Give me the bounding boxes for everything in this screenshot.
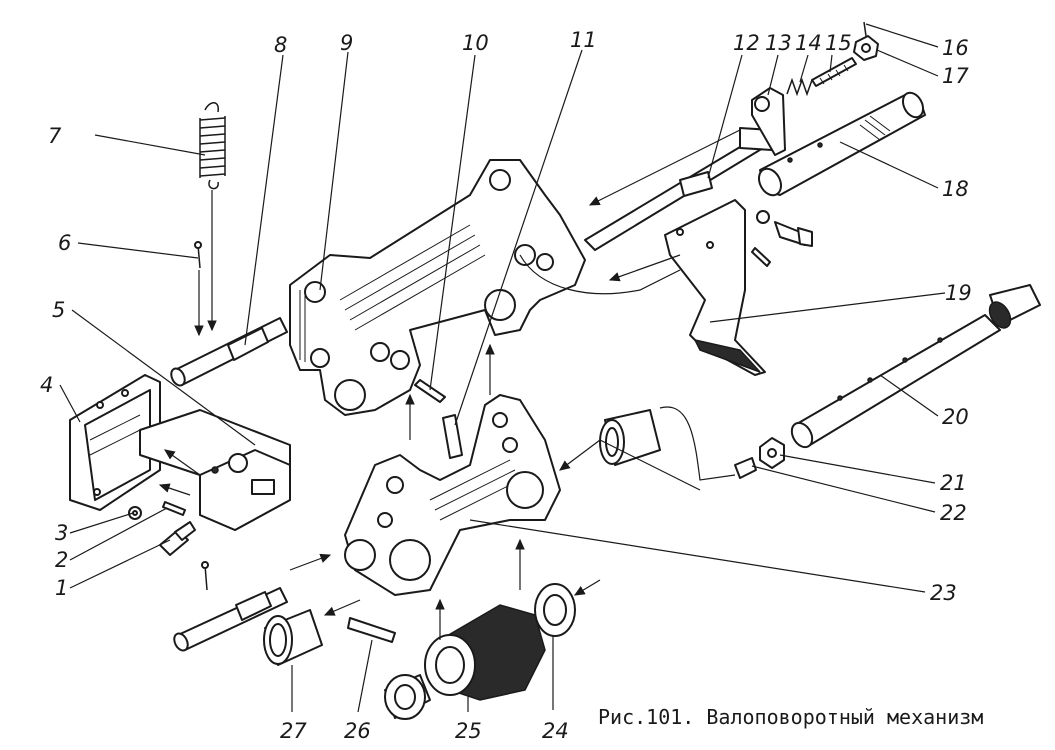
label-24: 24 (542, 719, 569, 743)
label-20: 20 (942, 405, 969, 429)
label-26: 26 (344, 719, 371, 743)
worm-gear-part-25 (384, 604, 546, 720)
label-19: 19 (945, 281, 972, 305)
label-17: 17 (942, 64, 969, 88)
assembly-arrows (158, 129, 741, 640)
label-1: 1 (55, 576, 68, 600)
nut-part-17 (853, 35, 879, 61)
cotter-pin-part-16 (863, 21, 867, 37)
label-12: 12 (733, 31, 760, 55)
label-11: 11 (570, 28, 597, 52)
label-2: 2 (55, 548, 68, 572)
pin-part-2 (162, 501, 186, 516)
label-7: 7 (48, 124, 62, 148)
pin-part-26 (347, 617, 396, 643)
bushing-near-20 (599, 409, 661, 466)
spring-part-14 (786, 77, 813, 97)
bracket-part-4 (69, 374, 161, 511)
block-part-5 (139, 409, 291, 531)
label-15: 15 (825, 31, 852, 55)
pin-part-6 (194, 241, 202, 269)
label-9: 9 (340, 31, 353, 55)
lower-housing (344, 394, 561, 596)
tube-part-18 (757, 91, 926, 197)
label-10: 10 (462, 31, 489, 55)
axle-lower (173, 561, 288, 652)
label-3: 3 (55, 521, 68, 545)
pin-part-10 (414, 379, 446, 403)
label-8: 8 (274, 33, 287, 57)
spring-part-7 (199, 102, 226, 190)
bolt-washer-near-19 (751, 210, 813, 267)
label-5: 5 (52, 298, 65, 322)
label-23: 23 (930, 581, 957, 605)
figure-caption: Рис.101. Валоповоротный механизм (598, 705, 983, 729)
label-22: 22 (940, 501, 967, 525)
label-21: 21 (940, 471, 967, 495)
label-6: 6 (58, 231, 71, 255)
pin-part-11 (442, 414, 463, 459)
bushing-part-27 (263, 609, 323, 666)
label-27: 27 (280, 719, 307, 743)
bolt-part-15 (811, 57, 857, 87)
leader-lines (59, 23, 946, 713)
washer-part-24 (534, 583, 576, 637)
label-25: 25 (455, 719, 482, 743)
label-14: 14 (795, 31, 822, 55)
upper-housing (289, 159, 586, 416)
bolt-part-1 (159, 521, 196, 556)
label-4: 4 (40, 373, 53, 397)
shaft-part-20 (790, 284, 1041, 449)
lever-part-19 (664, 199, 766, 376)
label-16: 16 (942, 36, 969, 60)
label-18: 18 (942, 177, 969, 201)
axle-part-8-upper (170, 317, 288, 387)
nut-part-21 (759, 437, 785, 469)
washer-part-3 (128, 506, 142, 520)
fitting-part-22 (734, 457, 757, 479)
label-13: 13 (765, 31, 792, 55)
callout-labels: 7 6 5 4 3 2 1 8 9 10 11 12 13 14 15 16 1… (40, 28, 972, 743)
